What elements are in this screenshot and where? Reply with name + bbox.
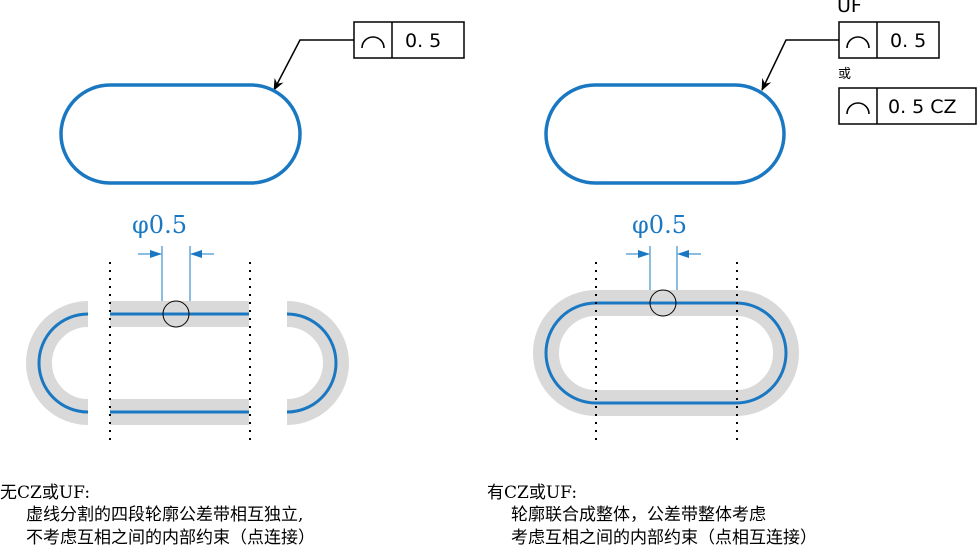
right-or-text: 或 bbox=[838, 67, 851, 82]
left-profile-right-arc bbox=[286, 312, 338, 414]
left-fcf-value: 0. 5 bbox=[405, 30, 441, 52]
left-dividing-lines bbox=[109, 262, 251, 442]
left-tolerance-circle bbox=[162, 300, 190, 328]
left-zone-right-arc bbox=[286, 301, 349, 425]
left-zone-left-arc bbox=[26, 301, 89, 425]
profile-of-a-line-icon bbox=[846, 36, 870, 49]
right-tolerance-circle bbox=[649, 289, 677, 317]
profile-of-a-line-icon bbox=[361, 36, 385, 49]
right-uf-modifier: UF bbox=[837, 0, 862, 17]
right-nominal-profile bbox=[544, 83, 786, 185]
left-profile-segments bbox=[37, 312, 338, 414]
right-leader-line bbox=[761, 39, 839, 91]
right-fcf-alt-value: 0. 5 CZ bbox=[888, 96, 957, 118]
right-caption-title: 有CZ或UF: bbox=[487, 483, 577, 503]
left-tolerance-zones bbox=[26, 301, 349, 425]
left-dimension-label: φ0.5 bbox=[132, 211, 187, 239]
left-profile-left-arc bbox=[37, 312, 89, 414]
left-caption-title: 无CZ或UF: bbox=[0, 483, 90, 503]
left-caption: 无CZ或UF: 虚线分割的四段轮廓公差带相互独立, 不考虑互相之间的内部约束（点… bbox=[0, 483, 315, 548]
left-leader-line bbox=[273, 39, 354, 91]
right-feature-control-frame: 0. 5 bbox=[838, 21, 940, 59]
right-tolerance-zone bbox=[533, 290, 799, 416]
right-dividing-lines bbox=[595, 262, 738, 442]
right-caption: 有CZ或UF: 轮廓联合成整体，公差带整体考虑 考虑互相之间的内部约束（点相互连… bbox=[487, 483, 817, 548]
left-caption-line2: 不考虑互相之间的内部约束（点连接） bbox=[26, 528, 315, 548]
left-nominal-profile bbox=[59, 83, 302, 185]
right-feature-control-frame-alt: 0. 5 CZ bbox=[838, 87, 977, 125]
right-caption-line2: 考虑互相之间的内部约束（点相互连接） bbox=[511, 528, 817, 548]
left-caption-line1: 虚线分割的四段轮廓公差带相互独立, bbox=[26, 505, 303, 525]
right-caption-line1: 轮廓联合成整体，公差带整体考虑 bbox=[511, 505, 766, 525]
right-dimension: φ0.5 bbox=[626, 211, 701, 303]
right-fcf-value: 0. 5 bbox=[890, 30, 926, 52]
right-profile bbox=[544, 301, 788, 405]
left-dimension: φ0.5 bbox=[132, 211, 214, 312]
right-dimension-label: φ0.5 bbox=[632, 211, 687, 239]
profile-of-a-line-icon bbox=[846, 102, 870, 115]
left-feature-control-frame: 0. 5 bbox=[353, 21, 465, 59]
